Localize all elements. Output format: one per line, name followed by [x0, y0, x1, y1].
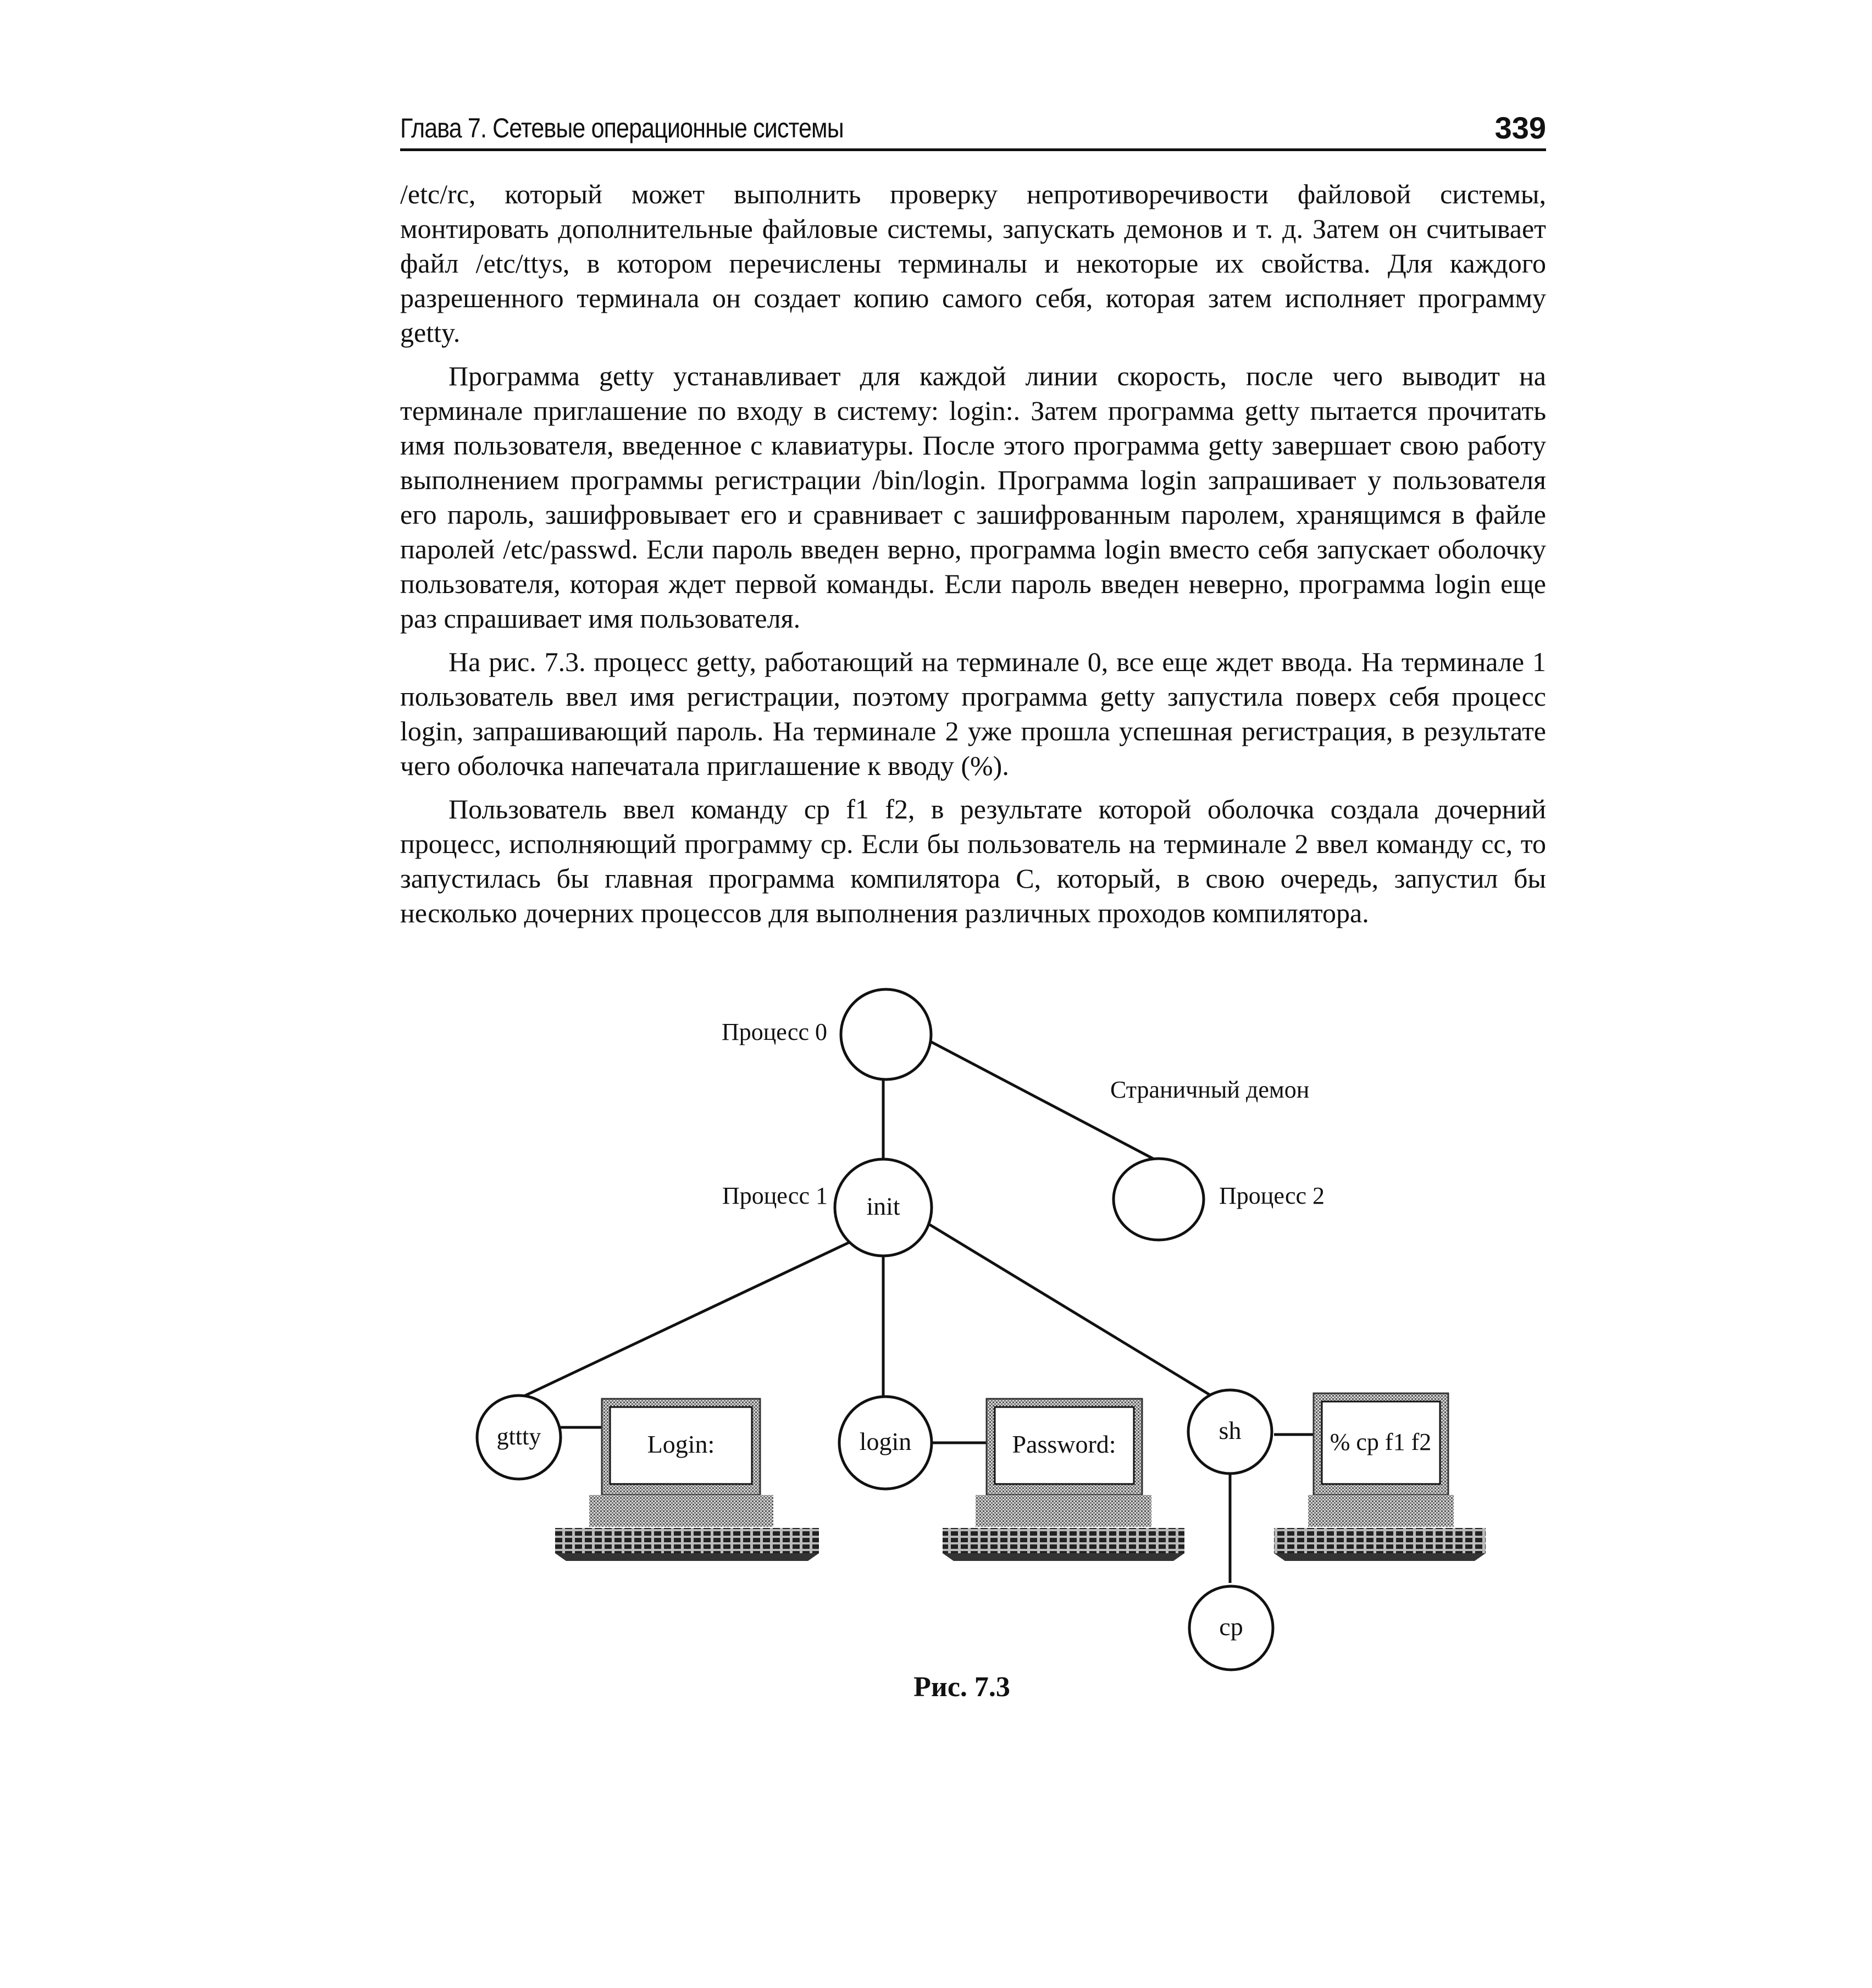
init-node	[833, 1158, 933, 1258]
paragraph: Программа getty устанавливает для каждой…	[400, 361, 1546, 634]
edge-process0-daemon	[929, 1040, 1154, 1160]
sh-node-label: sh	[1219, 1416, 1242, 1444]
login-node	[838, 1395, 933, 1491]
paragraph: /etc/rc, который может выполнить проверк…	[400, 179, 1546, 348]
edge-init-sh	[927, 1222, 1220, 1402]
page-daemon-label: Страничный демон	[1110, 1076, 1309, 1103]
gttty-node	[475, 1394, 562, 1481]
sh-node	[1187, 1388, 1273, 1475]
terminal-0	[555, 1398, 819, 1561]
init-node-label: init	[866, 1192, 900, 1220]
screen-text-password: Password:	[1012, 1430, 1116, 1458]
cp-node	[1188, 1585, 1275, 1671]
chapter-title: Глава 7. Сетевые операционные системы	[400, 113, 844, 143]
process0-node	[839, 988, 933, 1081]
running-head: Глава 7. Сетевые операционные системы 33…	[400, 104, 1546, 151]
process0-label: Процесс 0	[722, 1018, 827, 1045]
process2-node	[1112, 1157, 1205, 1242]
screen-text-command: % cp f1 f2	[1330, 1428, 1432, 1455]
process2-label: Процесс 2	[1219, 1182, 1325, 1209]
gttty-node-label: gttty	[497, 1423, 541, 1450]
body-text: /etc/rc, который может выполнить проверк…	[400, 177, 1546, 939]
page-number: 339	[1494, 110, 1546, 145]
terminal-2	[1274, 1392, 1486, 1561]
paragraph: Пользователь ввел команду cp f1 f2, в ре…	[400, 794, 1546, 928]
login-node-label: login	[860, 1427, 912, 1455]
screen-text-login: Login:	[647, 1430, 715, 1458]
figure-caption: Рис. 7.3	[913, 1671, 1010, 1703]
cp-node-label: cp	[1219, 1613, 1243, 1641]
paragraph: На рис. 7.3. процесс getty, работающий н…	[400, 646, 1546, 781]
tree-edges	[517, 1040, 1314, 1583]
process1-label: Процесс 1	[722, 1182, 828, 1209]
edge-init-gttty	[517, 1241, 851, 1400]
terminal-1	[943, 1398, 1184, 1561]
